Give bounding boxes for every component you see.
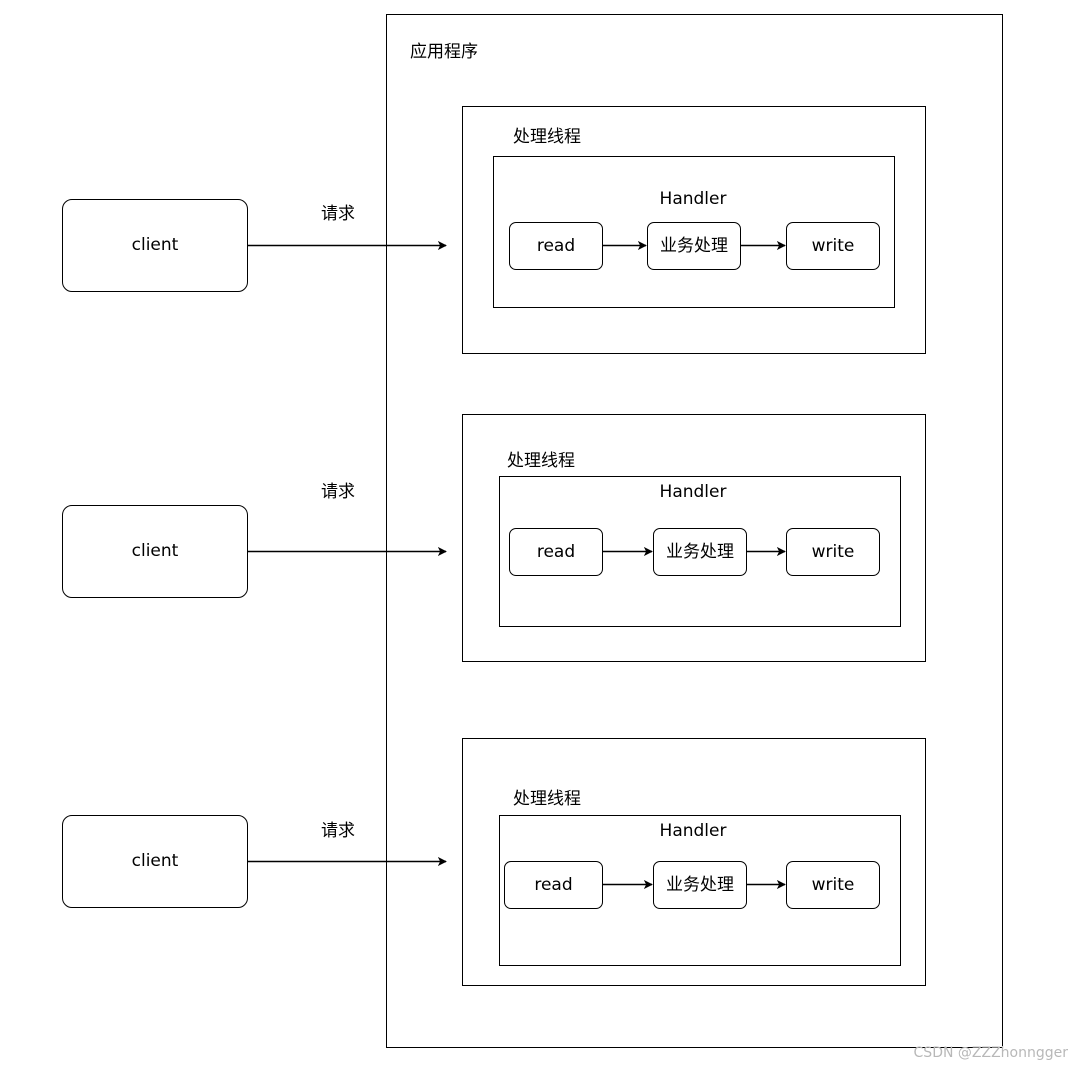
thread-label: 处理线程 [513, 127, 581, 147]
read-label: read [534, 874, 573, 895]
watermark: CSDN @ZZZhonngger [913, 1045, 1068, 1061]
request-label: 请求 [321, 204, 355, 224]
handler-label: Handler [659, 482, 727, 502]
read-label: read [536, 541, 576, 562]
business-label: 业务处理 [666, 541, 734, 562]
request-label: 请求 [321, 482, 355, 502]
write-step: write [786, 861, 880, 909]
read-step: read [509, 222, 603, 270]
thread-label: 处理线程 [507, 451, 575, 471]
client-label: client [131, 235, 179, 255]
client-label: client [131, 541, 179, 561]
write-label: write [811, 874, 855, 895]
write-label: write [811, 541, 855, 562]
request-label: 请求 [321, 821, 355, 841]
handler-label: Handler [659, 821, 727, 841]
client-label: client [131, 851, 179, 871]
read-step: read [509, 528, 603, 576]
business-step: 业务处理 [647, 222, 741, 270]
client-box: client [62, 199, 248, 292]
write-step: write [786, 528, 880, 576]
business-step: 业务处理 [653, 861, 747, 909]
write-label: write [811, 235, 855, 256]
thread-label: 处理线程 [513, 789, 581, 809]
write-step: write [786, 222, 880, 270]
handler-label: Handler [659, 189, 727, 209]
business-label: 业务处理 [666, 874, 734, 895]
business-step: 业务处理 [653, 528, 747, 576]
read-label: read [536, 235, 576, 256]
client-box: client [62, 505, 248, 598]
read-step: read [504, 861, 603, 909]
application-label: 应用程序 [410, 42, 478, 62]
client-box: client [62, 815, 248, 908]
business-label: 业务处理 [660, 235, 728, 256]
